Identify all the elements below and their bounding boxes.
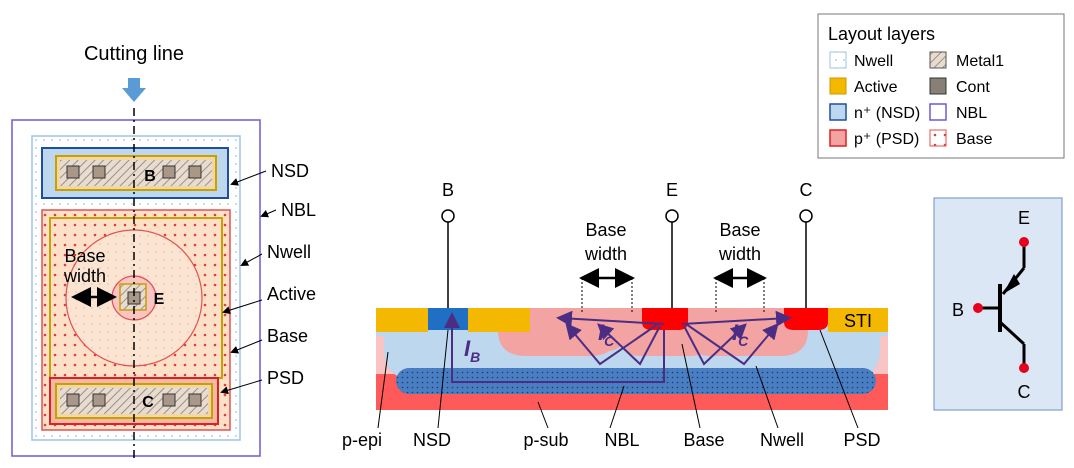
layout-terminal-b: B [144, 168, 156, 185]
base-left-inner [560, 308, 626, 352]
sti-left [376, 308, 428, 332]
sti-mid [468, 308, 530, 332]
symbol-dot-e [1019, 237, 1029, 247]
legend-label-psd: p⁺ (PSD) [854, 131, 919, 148]
callout-nsd: NSD [271, 161, 309, 181]
legend-swatch-base [929, 129, 947, 147]
terminal-e: E [665, 180, 679, 308]
legend-swatch-cont [929, 77, 947, 95]
label-pepi: p-epi [342, 430, 382, 450]
psd-contacts [66, 393, 202, 407]
callout-active: Active [267, 284, 316, 304]
legend-swatch-nbl [929, 103, 947, 121]
label-psub: p-sub [523, 430, 568, 450]
nsd-contacts [66, 165, 202, 179]
callout-nwell: Nwell [267, 242, 311, 262]
label-nwell: Nwell [760, 430, 804, 450]
sti-label: STI [844, 311, 872, 331]
terminal-c-label: C [800, 180, 813, 200]
legend-label-active: Active [854, 79, 898, 96]
legend-label-base: Base [956, 131, 993, 148]
layout-view: Cutting line B E Base width [11, 43, 316, 460]
ic-right-label: IC [732, 320, 749, 349]
symbol-label-c: C [1018, 382, 1031, 402]
terminal-e-label: E [666, 180, 678, 200]
collector-psd-implant [784, 308, 828, 330]
layout-terminal-e: E [154, 291, 165, 308]
label-psd: PSD [843, 430, 880, 450]
legend-title: Layout layers [828, 24, 935, 44]
legend-swatch-nwell [829, 51, 847, 69]
legend-label-cont: Cont [956, 79, 990, 96]
cutting-line-label: Cutting line [84, 43, 184, 65]
callout-nbl: NBL [281, 200, 316, 220]
xs-base-width-right-2: width [718, 244, 761, 264]
xs-base-width-right-1: Base [719, 220, 760, 240]
layout-base-width-line1: Base [64, 246, 105, 266]
emitter-psd-implant [642, 308, 688, 330]
legend-label-nsd: n⁺ (NSD) [854, 105, 920, 122]
ic-left-label: IC [598, 320, 615, 349]
label-nsd: NSD [413, 430, 451, 450]
layout-terminal-c: C [142, 394, 154, 411]
cross-section: STI B E C Base width Base width [342, 180, 888, 450]
symbol-label-e: E [1018, 208, 1030, 228]
terminal-b: B [441, 180, 455, 308]
ib-label: IB [464, 336, 480, 365]
callout-psd: PSD [267, 368, 304, 388]
xs-base-width-left-2: width [584, 244, 627, 264]
emitter-arrow-icon [1003, 274, 1020, 294]
current-arrows [444, 310, 792, 383]
symbol-label-b: B [952, 300, 964, 320]
layout-base-width-line2: width [63, 266, 106, 286]
legend-swatch-psd [829, 129, 847, 147]
layout-callouts: NSD NBL Nwell Active Base PSD [220, 161, 316, 395]
legend-label-nbl: NBL [956, 105, 987, 122]
legend: Layout layers Nwell Metal1 Active Cont n… [817, 13, 1065, 159]
pnp-symbol: E B C [933, 197, 1063, 411]
xs-bottom-labels: p-epi NSD p-sub NBL Base Nwell PSD [342, 329, 881, 450]
legend-label-nwell: Nwell [854, 53, 893, 70]
nsd-implant [428, 308, 468, 330]
legend-swatch-metal1 [929, 51, 947, 69]
label-base: Base [683, 430, 724, 450]
sti-right [828, 308, 888, 332]
symbol-dot-b [973, 303, 983, 313]
cutting-arrow-icon [122, 78, 146, 102]
legend-swatch-active [829, 77, 847, 95]
nbl-outline [11, 119, 261, 457]
label-nbl: NBL [604, 430, 639, 450]
legend-label-metal1: Metal1 [956, 53, 1004, 70]
callout-base: Base [267, 326, 308, 346]
nsd-metal1 [60, 160, 212, 186]
terminal-b-label: B [442, 180, 454, 200]
legend-swatch-nsd [829, 103, 847, 121]
terminal-c: C [799, 180, 813, 308]
xs-base-width-left-1: Base [585, 220, 626, 240]
symbol-dot-c [1019, 363, 1029, 373]
